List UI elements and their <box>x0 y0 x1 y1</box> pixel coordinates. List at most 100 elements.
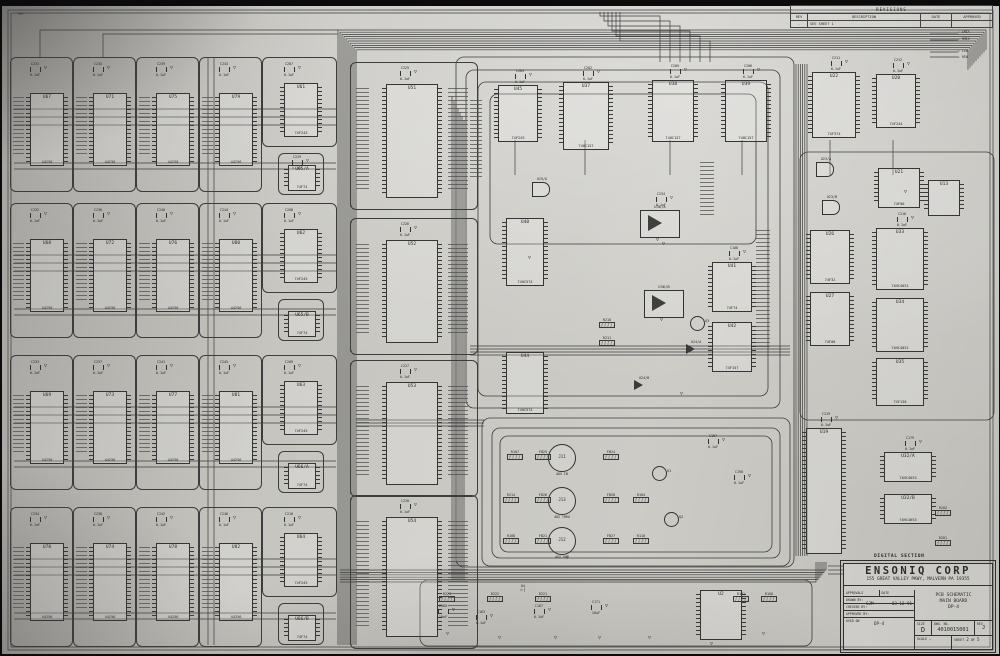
resistor-FB24: FB24 <box>602 450 620 460</box>
drawn-by-cell: DRAWN BY: SJM 03-12-91 <box>844 597 914 606</box>
pin-label-column <box>448 244 468 335</box>
ground-symbol: ▽ <box>835 415 839 421</box>
approved-by-cell: APPROVED BY: <box>844 611 914 618</box>
title-block: ENSONIQ CORP 155 GREAT VALLEY PKWY, MALV… <box>840 560 996 653</box>
gate-U23/B: U23/B <box>822 195 840 215</box>
left-pins <box>89 97 93 162</box>
ground-symbol: ▽ <box>44 515 48 521</box>
left-pins <box>721 84 725 138</box>
chip-part: 74HC574 <box>517 280 533 284</box>
transistor-Q2: Q2 <box>664 512 683 527</box>
cap-ref: C238 <box>93 512 103 516</box>
cap-ref: C210 <box>284 512 294 516</box>
capacitor-symbol <box>155 365 167 370</box>
chip-ref: U66/A <box>295 465 309 470</box>
ground-symbol: ▽ <box>554 635 558 641</box>
capacitor-symbol <box>399 71 411 76</box>
left-pins <box>808 76 812 134</box>
cap-value: 0.1uF <box>218 523 230 527</box>
chip-part: 74F138 <box>893 400 907 404</box>
gate-ref: U23/B <box>826 195 838 199</box>
chip-ref: U62 <box>296 231 306 236</box>
right-pins <box>920 172 924 204</box>
chip-U19: U19 <box>802 428 846 554</box>
used-on-value: DP-4 <box>874 621 885 626</box>
chip-part: 74F08 <box>824 340 836 344</box>
pin-label-column <box>356 244 369 335</box>
cap-ref: C163 <box>476 610 486 614</box>
pin-label-column <box>76 97 87 154</box>
right-pins <box>856 76 860 134</box>
chip-part: 44256 <box>41 160 53 164</box>
scale-sheet-row: SCALE — SHEET 2 OF 5 <box>915 636 992 649</box>
chip-part: 44256 <box>104 160 116 164</box>
dram-block-U72 <box>73 203 136 338</box>
chip-part: 74F157 <box>725 366 739 370</box>
chip-ref: U13 <box>939 182 949 187</box>
cap-ref: C209 <box>284 360 294 364</box>
ground-symbol: ▽ <box>446 631 450 637</box>
dram-block-U71 <box>73 57 136 192</box>
resistor-symbol <box>603 538 619 544</box>
pin-label-column <box>139 395 150 452</box>
right-pins <box>438 386 442 481</box>
left-pins <box>284 315 288 333</box>
cap-value: 0.1uF <box>155 219 167 223</box>
capacitor-symbol <box>29 517 41 522</box>
buffer-block-U62 <box>262 203 337 293</box>
ground-symbol: ▽ <box>490 613 494 619</box>
doc-title-line1: PCB SCHEMATIC <box>935 593 972 598</box>
diode-D4: D4▷| <box>514 584 532 592</box>
capacitor-symbol <box>399 227 411 232</box>
doc-title: PCB SCHEMATIC MAIN BOARD DP-4 <box>915 590 992 621</box>
capacitor-symbol <box>218 67 230 72</box>
chip-ref: U39 <box>741 82 751 87</box>
right-pins <box>438 521 442 633</box>
left-pins <box>872 232 876 286</box>
revision-date <box>921 21 952 27</box>
cap-ref: C188 <box>729 246 739 250</box>
doc-title-line2: MAIN BOARD <box>939 599 968 604</box>
cap-ref: C244 <box>219 208 229 212</box>
resistor-symbol <box>535 538 551 544</box>
ground-symbol: ▽ <box>845 59 849 65</box>
ground-symbol: ▽ <box>762 631 766 637</box>
cap-ref: C233 <box>30 360 40 364</box>
right-pins <box>127 547 131 617</box>
cap-ref: C226 <box>400 222 410 226</box>
capacitor-symbol <box>830 61 842 66</box>
inverter-ref: U24/A <box>691 340 702 344</box>
chip-part: 74HC157 <box>738 136 754 140</box>
ground-symbol: ▽ <box>660 317 664 323</box>
right-pins <box>253 395 257 460</box>
inverter-U24/B: U24/B <box>634 376 649 390</box>
ground-symbol: ▽ <box>529 72 533 78</box>
cap-ref: C235 <box>93 62 103 66</box>
pin-label-column <box>13 97 24 154</box>
right-pins <box>932 456 936 478</box>
gate-ref: U19/A <box>536 177 548 181</box>
chip-part: 74HC4051 <box>891 284 909 288</box>
left-pins <box>26 243 30 308</box>
left-pins <box>872 362 876 402</box>
ground-symbol: ▽ <box>670 195 674 201</box>
right-pins <box>960 184 964 212</box>
pin-label-column <box>700 162 714 218</box>
pin-label-column <box>13 243 24 300</box>
